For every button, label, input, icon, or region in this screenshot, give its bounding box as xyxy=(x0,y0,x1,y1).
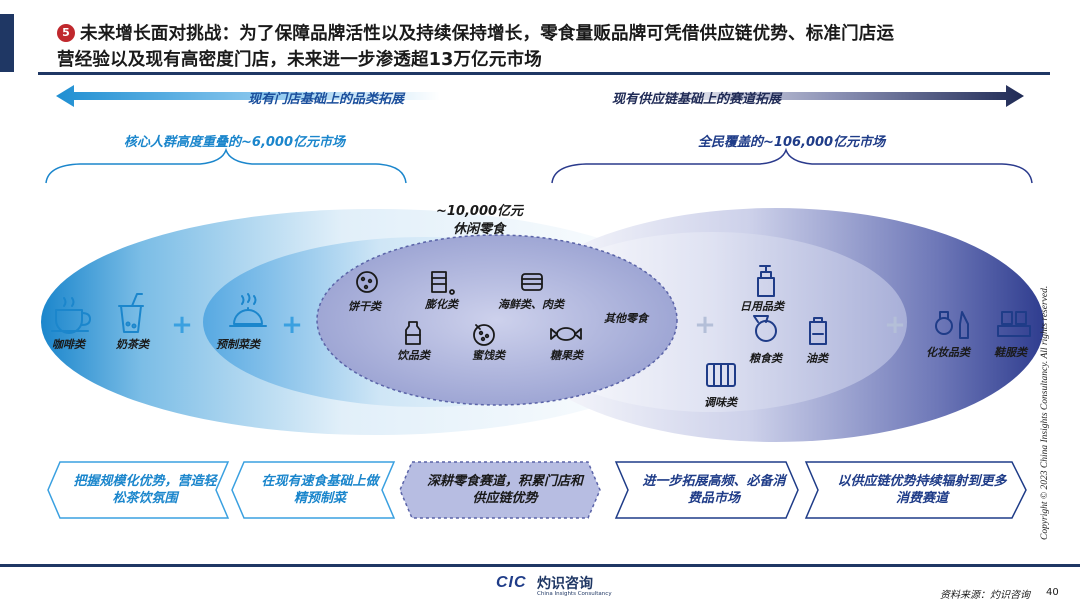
grain-label: 粮食类 xyxy=(749,352,782,365)
step-text-2: 在现有速食基础上做精预制菜 xyxy=(261,474,379,506)
oil-label: 油类 xyxy=(806,352,828,365)
coffee-label: 咖啡类 xyxy=(52,338,85,351)
left-arrow-label: 现有门店基础上的品类拓展 xyxy=(248,92,405,107)
center-ellipse xyxy=(316,234,678,406)
step-box-5 xyxy=(804,461,1027,519)
seasoning-icon xyxy=(706,363,736,387)
source-note: 资料来源：灼识咨询 xyxy=(940,590,1030,601)
title-underline xyxy=(38,72,1050,75)
logo-english-name: China Insights Consultancy xyxy=(537,591,612,597)
center-market-name: 休闲零食 xyxy=(453,222,506,237)
seasoning-label: 调味类 xyxy=(704,396,737,409)
seafood-meat-icon xyxy=(521,273,543,291)
left-brace xyxy=(45,147,407,184)
puffed-label: 膨化类 xyxy=(425,298,458,311)
drink-bottle-icon xyxy=(405,321,421,345)
oil-icon xyxy=(809,317,827,345)
grain-icon xyxy=(753,315,777,342)
biscuit-icon xyxy=(356,271,378,293)
step-text-1: 把握规模化优势，营造轻松茶饮氛围 xyxy=(73,474,217,506)
seafood-meat-label: 海鲜类、肉类 xyxy=(498,298,564,311)
footer-rule xyxy=(0,564,1080,567)
right-expansion-arrow xyxy=(640,85,1024,107)
left-expansion-arrow xyxy=(56,85,440,107)
cic-logo-mark: CIC xyxy=(496,574,527,591)
puffed-food-icon xyxy=(431,271,455,295)
candy-label: 糖果类 xyxy=(550,349,583,362)
step-box-2 xyxy=(231,461,396,519)
daily-goods-icon xyxy=(757,265,775,297)
prepared-dish-icon xyxy=(229,293,267,327)
milk-tea-label: 奶茶类 xyxy=(116,338,149,351)
logo-chinese-name: 灼识咨询 xyxy=(537,576,593,592)
drinks-label: 饮品类 xyxy=(397,349,430,362)
candied-label: 蜜饯类 xyxy=(472,349,505,362)
step-box-4 xyxy=(614,461,799,519)
plus-2: + xyxy=(281,310,303,340)
cosmetics-icon xyxy=(935,311,969,339)
step-box-3 xyxy=(399,461,601,519)
header-accent-bar xyxy=(0,14,14,72)
right-arrow-label: 现有供应链基础上的赛道拓展 xyxy=(612,92,782,107)
left-market-label: 核心人群高度重叠的~6,000亿元市场 xyxy=(124,135,346,150)
slide-title-line2: 营经验以及现有高密度门店，未来进一步渗透超13万亿元市场 xyxy=(57,50,542,70)
milk-tea-icon xyxy=(118,293,144,333)
prepared-dish-label: 预制菜类 xyxy=(216,338,260,351)
daily-goods-label: 日用品类 xyxy=(740,300,784,313)
candied-fruit-icon xyxy=(473,324,495,346)
other-snacks-label: 其他零食 xyxy=(604,312,648,325)
candy-icon xyxy=(550,327,582,341)
copyright-notice: Copyright © 2023 China Insights Consulta… xyxy=(1040,285,1050,540)
step-text-5: 以供应链优势持续辐射到更多消费赛道 xyxy=(837,474,1007,506)
step-box-1 xyxy=(47,461,230,519)
coffee-icon xyxy=(51,297,91,334)
right-brace xyxy=(551,147,1033,184)
biscuit-label: 饼干类 xyxy=(348,300,381,313)
right-market-label: 全民覆盖的~106,000亿元市场 xyxy=(698,135,886,150)
center-market-value: ~10,000亿元 xyxy=(436,204,524,219)
plus-1: + xyxy=(171,310,193,340)
section-number-badge: 5 xyxy=(57,24,75,42)
cosmetics-label: 化妆品类 xyxy=(926,346,970,359)
step-text-4: 进一步拓展高频、必备消费品市场 xyxy=(642,474,786,506)
slide-title-line1: 未来增长面对挑战：为了保障品牌活性以及持续保持增长，零食量贩品牌可凭借供应链优势… xyxy=(80,24,895,44)
plus-3: + xyxy=(694,310,716,340)
shoes-clothing-icon xyxy=(997,311,1031,337)
page-number: 40 xyxy=(1046,587,1059,598)
plus-4: + xyxy=(884,310,906,340)
shoes-clothing-label: 鞋服类 xyxy=(994,346,1027,359)
step-text-3: 深耕零食赛道，积累门店和供应链优势 xyxy=(426,474,583,506)
